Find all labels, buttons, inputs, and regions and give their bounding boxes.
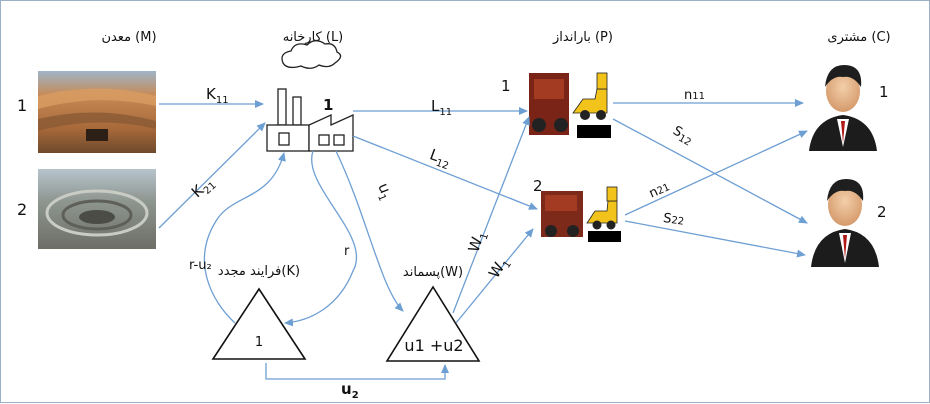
port-2-truck-icon	[541, 191, 583, 237]
waste-node-text: u1 +u2	[404, 336, 463, 355]
label-u2: u2	[341, 380, 359, 401]
mine-2-number: 2	[17, 200, 27, 219]
flow-arrows	[158, 99, 808, 380]
factory-number: 1	[323, 96, 333, 114]
header-port: بارانداز (P)	[552, 30, 613, 45]
recycle-label: فرایند مجدد(K)	[218, 264, 300, 279]
port-1-number: 1	[501, 77, 511, 95]
arrow-u2	[265, 363, 449, 380]
recycle-triangle	[211, 287, 307, 360]
arrow-n21	[624, 130, 808, 216]
arrow-w1-port1	[452, 116, 530, 314]
arrow-l12	[352, 135, 538, 210]
label-l12: L12	[426, 145, 453, 172]
label-u1: u1	[372, 180, 397, 203]
recycle-node-text: 1	[255, 335, 263, 350]
label-k21: K21	[188, 173, 219, 204]
arrow-r-u2	[203, 152, 286, 324]
port-2-number: 2	[533, 177, 543, 195]
customer-1-avatar	[809, 65, 877, 151]
label-s22: S22	[662, 211, 685, 229]
arrow-r	[284, 150, 357, 327]
arrow-s22	[624, 220, 806, 258]
arrow-w1-port2	[455, 228, 534, 324]
label-n21: n21	[647, 179, 672, 201]
label-r: r	[344, 244, 350, 259]
port-1-loader-icon	[572, 72, 611, 138]
waste-label: پسماند(W)	[403, 265, 463, 280]
arrow-u1	[335, 150, 404, 312]
arrow-k21	[158, 122, 266, 229]
label-l11: L11	[431, 97, 452, 118]
header-mine: معدن (M)	[101, 30, 156, 45]
arrow-s12	[612, 118, 808, 224]
header-customer: مشتری (C)	[827, 30, 890, 45]
label-n11: n11	[684, 88, 705, 103]
label-w1-port1: W1	[465, 229, 492, 256]
customer-1-number: 1	[879, 83, 889, 101]
label-s12: S12	[669, 123, 696, 148]
port-1-truck-icon	[529, 73, 569, 135]
mine-1-image	[38, 71, 156, 153]
mine-1-number: 1	[17, 96, 27, 115]
mine-2-image	[38, 169, 156, 249]
label-k11: K11	[206, 85, 229, 106]
port-2-loader-icon	[586, 186, 621, 242]
factory-icon	[266, 40, 354, 152]
waste-triangle	[385, 285, 481, 362]
label-r-u2: r-u₂	[189, 258, 212, 273]
header-factory: کارخانه (L)	[283, 30, 344, 45]
customer-2-number: 2	[877, 203, 887, 221]
label-w1-port2: W1	[485, 254, 514, 283]
customer-2-avatar	[811, 179, 879, 267]
